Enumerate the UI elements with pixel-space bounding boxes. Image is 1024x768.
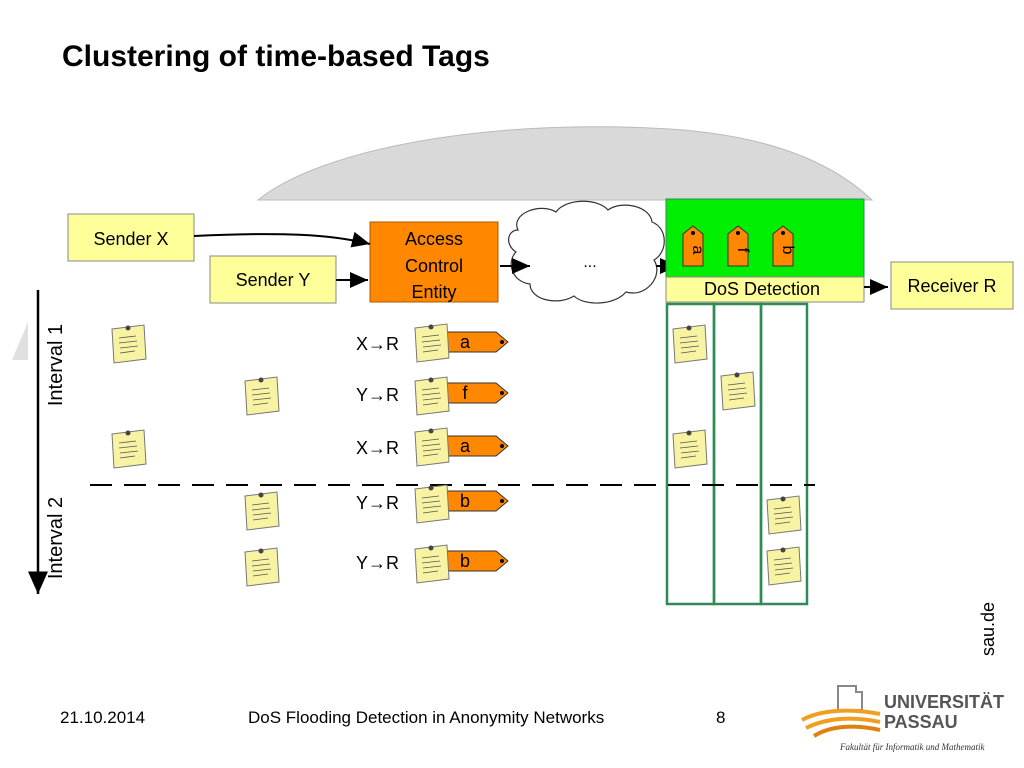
sender-y-box: Sender Y [209,255,337,304]
note-icon [414,376,450,416]
note-icon [672,429,708,469]
interval-2-label: Interval 2 [45,497,67,579]
message-row-4: Y→R b [356,490,509,513]
note-icon [414,323,450,363]
message-row-2: Y→R f [356,382,509,405]
svg-text:a: a [689,246,706,255]
note-icon [244,376,280,416]
side-url-text: sau.de [978,602,998,657]
ace-line-2: Control [405,256,463,276]
note-icon [111,429,147,469]
note-icon [766,495,802,535]
footer-talk-title: DoS Flooding Detection in Anonymity Netw… [248,708,605,727]
network-cloud: ... [508,200,665,304]
receiver-label: Receiver R [907,276,996,296]
logo-line-1: UNIVERSITÄT [884,692,1004,712]
logo-emblem-icon [801,685,881,738]
message-row-3: X→R a [356,435,509,458]
route-label: Y→R [356,553,399,573]
note-icon [111,324,147,364]
message-row-1: X→R a [356,331,509,354]
ace-line-3: Entity [411,282,456,302]
sender-y-label: Sender Y [236,270,311,290]
tag-label: b [460,551,470,571]
access-control-entity-box: Access Control Entity [369,221,499,303]
footer-page-number: 8 [716,708,726,727]
note-icon [414,544,450,584]
arrow-sender-x-to-ace [193,231,371,248]
sender-x-label: Sender X [93,229,168,249]
background-arc [256,126,874,201]
dos-tag-a: a [682,225,706,267]
logo-faculty: Fakultät für Informatik und Mathematik [839,742,985,752]
cloud-label: ... [583,254,596,271]
note-icon [244,491,280,531]
left-edge-shape [12,322,28,360]
tag-label: b [460,491,470,511]
note-icon [672,324,708,364]
dos-tag-b: b [772,225,796,267]
tag-label: a [460,436,471,456]
route-label: Y→R [356,493,399,513]
footer-date: 21.10.2014 [60,708,146,727]
tag-label: f [462,383,468,403]
route-label: X→R [356,334,399,354]
slide-title: Clustering of time-based Tags [62,40,490,73]
tag-label: a [460,332,471,352]
note-icon [244,547,280,587]
sender-x-box: Sender X [67,213,195,262]
route-label: Y→R [356,385,399,405]
note-icon [414,427,450,467]
university-logo: UNIVERSITÄT PASSAU Fakultät für Informat… [801,685,1004,752]
dos-columns [665,302,809,606]
route-label: X→R [356,438,399,458]
dos-detection-label: DoS Detection [704,279,820,299]
note-icon [766,546,802,586]
ace-line-1: Access [405,229,463,249]
logo-line-2: PASSAU [884,712,958,732]
dos-detection-box: DoS Detection [665,198,865,303]
dos-tag-f: f [727,225,751,267]
receiver-box: Receiver R [890,261,1014,310]
interval-1-label: Interval 1 [45,324,67,406]
note-icon [414,484,450,524]
svg-text:b: b [779,246,796,255]
note-icon [720,371,756,411]
svg-text:f: f [734,248,751,253]
